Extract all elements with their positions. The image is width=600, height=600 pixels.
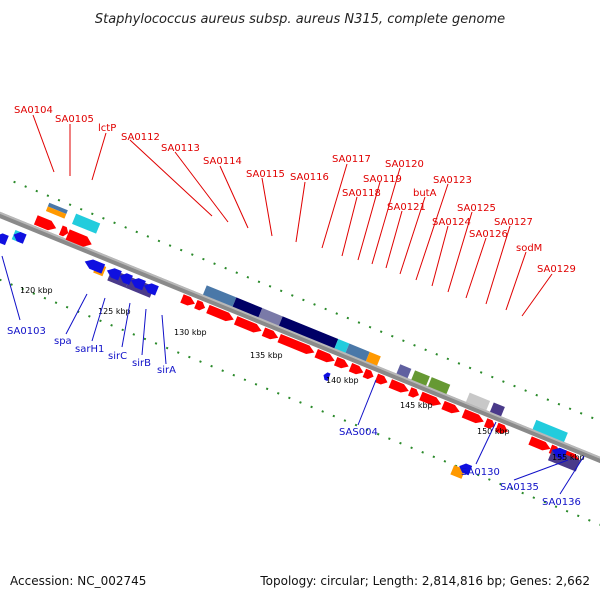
forward-gene-arrow[interactable] [528, 436, 552, 453]
label-SA0104[interactable]: SA0104 [14, 105, 53, 116]
label-butA[interactable]: butA [413, 188, 437, 199]
forward-gene-arrow[interactable] [33, 215, 58, 233]
label-sarH1[interactable]: sarH1 [75, 344, 104, 355]
forward-gene-arrow[interactable] [483, 418, 497, 430]
reverse-gene-label-texts: SA0103 spa sarH1 sirC sirB sirA SAS004 S… [7, 326, 581, 508]
label-SA0117[interactable]: SA0117 [332, 154, 371, 165]
forward-gene-arrow[interactable] [314, 349, 337, 365]
label-SA0127[interactable]: SA0127 [494, 217, 533, 228]
label-SA0116[interactable]: SA0116 [290, 172, 329, 183]
reverse-gene-labels [1, 255, 585, 495]
label-SA0125[interactable]: SA0125 [457, 203, 496, 214]
forward-gene-arrow[interactable] [374, 373, 390, 387]
label-SA0112[interactable]: SA0112 [121, 132, 160, 143]
tick-125: 125 kbp [98, 307, 131, 316]
tick-135: 135 kbp [250, 351, 283, 360]
reverse-genes [0, 230, 567, 476]
label-SAS004[interactable]: SAS004 [339, 427, 378, 438]
label-spa[interactable]: spa [54, 336, 72, 347]
forward-gene-arrow[interactable] [419, 391, 443, 409]
tick-140: 140 kbp [326, 376, 359, 385]
forward-gene-arrow[interactable] [194, 299, 207, 312]
forward-gene-arrow[interactable] [206, 304, 235, 324]
reverse-gene-arrow[interactable] [142, 281, 159, 296]
forward-genes [33, 215, 581, 463]
label-lctP[interactable]: lctP [98, 123, 116, 134]
label-SA0123[interactable]: SA0123 [433, 175, 472, 186]
label-SA0135[interactable]: SA0135 [500, 482, 539, 493]
tick-155: 155 kbp [552, 453, 585, 462]
tick-150: 150 kbp [477, 427, 510, 436]
reverse-guide-dots [0, 269, 600, 536]
reverse-gene-arrow[interactable] [322, 371, 331, 382]
forward-gene-arrow[interactable] [441, 400, 461, 416]
tick-130: 130 kbp [174, 328, 207, 337]
forward-gene-arrow[interactable] [348, 363, 365, 377]
reverse-gene-arrow[interactable] [105, 266, 122, 281]
forward-gene-label-texts: SA0104 SA0105 lctP SA0112 SA0113 SA0114 … [14, 105, 576, 275]
genome-track [0, 180, 600, 536]
label-SA0126[interactable]: SA0126 [469, 229, 508, 240]
forward-gene-arrow[interactable] [333, 356, 350, 371]
accession-text: Accession: NC_002745 [10, 574, 146, 588]
reverse-gene-arrow[interactable] [12, 230, 27, 244]
forward-cog-boxes [45, 202, 568, 442]
label-sirB[interactable]: sirB [132, 358, 151, 369]
forward-gene-arrow[interactable] [58, 225, 70, 237]
label-SA0115[interactable]: SA0115 [246, 169, 285, 180]
reverse-gene-arrow[interactable] [0, 231, 9, 246]
forward-gene-arrow[interactable] [277, 333, 316, 357]
label-SA0113[interactable]: SA0113 [161, 143, 200, 154]
genome-summary-text: Topology: circular; Length: 2,814,816 bp… [259, 574, 590, 588]
reverse-gene-arrow[interactable] [129, 276, 146, 291]
forward-gene-arrow[interactable] [233, 316, 263, 335]
tick-145: 145 kbp [400, 401, 433, 410]
forward-gene-arrow[interactable] [362, 368, 376, 381]
map-title: Staphylococcus aureus subsp. aureus N315… [95, 12, 505, 27]
forward-gene-arrow[interactable] [408, 387, 421, 399]
label-sodM[interactable]: sodM [516, 243, 542, 254]
label-SA0119[interactable]: SA0119 [363, 174, 402, 185]
label-SA0124[interactable]: SA0124 [432, 217, 471, 228]
label-SA0114[interactable]: SA0114 [203, 156, 242, 167]
label-SA0121[interactable]: SA0121 [387, 202, 426, 213]
label-SA0136[interactable]: SA0136 [542, 497, 581, 508]
kbp-ticks: 120 kbp 125 kbp 130 kbp 135 kbp 140 kbp … [20, 286, 585, 462]
forward-gene-arrow[interactable] [388, 379, 411, 395]
label-SA0118[interactable]: SA0118 [342, 188, 381, 199]
label-SA0105[interactable]: SA0105 [55, 114, 94, 125]
forward-gene-arrow[interactable] [461, 409, 486, 426]
reverse-gene-arrow[interactable] [457, 461, 473, 476]
forward-guide-dots [13, 180, 600, 448]
tick-120: 120 kbp [20, 286, 53, 295]
label-sirA[interactable]: sirA [157, 365, 176, 376]
reverse-gene-arrow[interactable] [83, 257, 106, 274]
reverse-gene-arrow[interactable] [550, 445, 567, 460]
forward-gene-arrow[interactable] [180, 294, 196, 308]
forward-gene-arrow[interactable] [261, 327, 280, 342]
reverse-gene-arrow[interactable] [118, 271, 133, 285]
forward-gene-arrow[interactable] [495, 422, 510, 436]
forward-gene-labels [32, 114, 553, 317]
label-SA0130[interactable]: SA0130 [461, 467, 500, 478]
label-SA0129[interactable]: SA0129 [537, 264, 576, 275]
forward-gene-arrow[interactable] [65, 229, 94, 249]
label-SA0120[interactable]: SA0120 [385, 159, 424, 170]
label-SA0103[interactable]: SA0103 [7, 326, 46, 337]
label-sirC[interactable]: sirC [108, 351, 127, 362]
